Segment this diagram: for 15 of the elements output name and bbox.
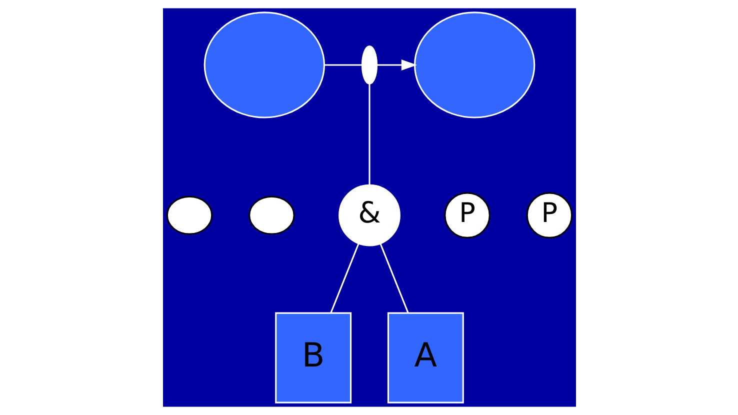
node-circle: & xyxy=(338,184,400,246)
node-circle xyxy=(413,12,535,118)
node-circle xyxy=(203,12,325,118)
node-circle xyxy=(248,196,294,235)
node-circle: P xyxy=(526,192,572,238)
node-circle: P xyxy=(444,192,490,238)
node-box: B xyxy=(274,312,352,404)
connector xyxy=(330,243,359,314)
connector xyxy=(368,84,370,186)
connector xyxy=(379,243,408,314)
node-circle xyxy=(166,196,212,235)
connector xyxy=(324,64,362,66)
arrow xyxy=(376,60,417,70)
node-box: A xyxy=(386,312,464,404)
node-circle xyxy=(360,45,378,84)
